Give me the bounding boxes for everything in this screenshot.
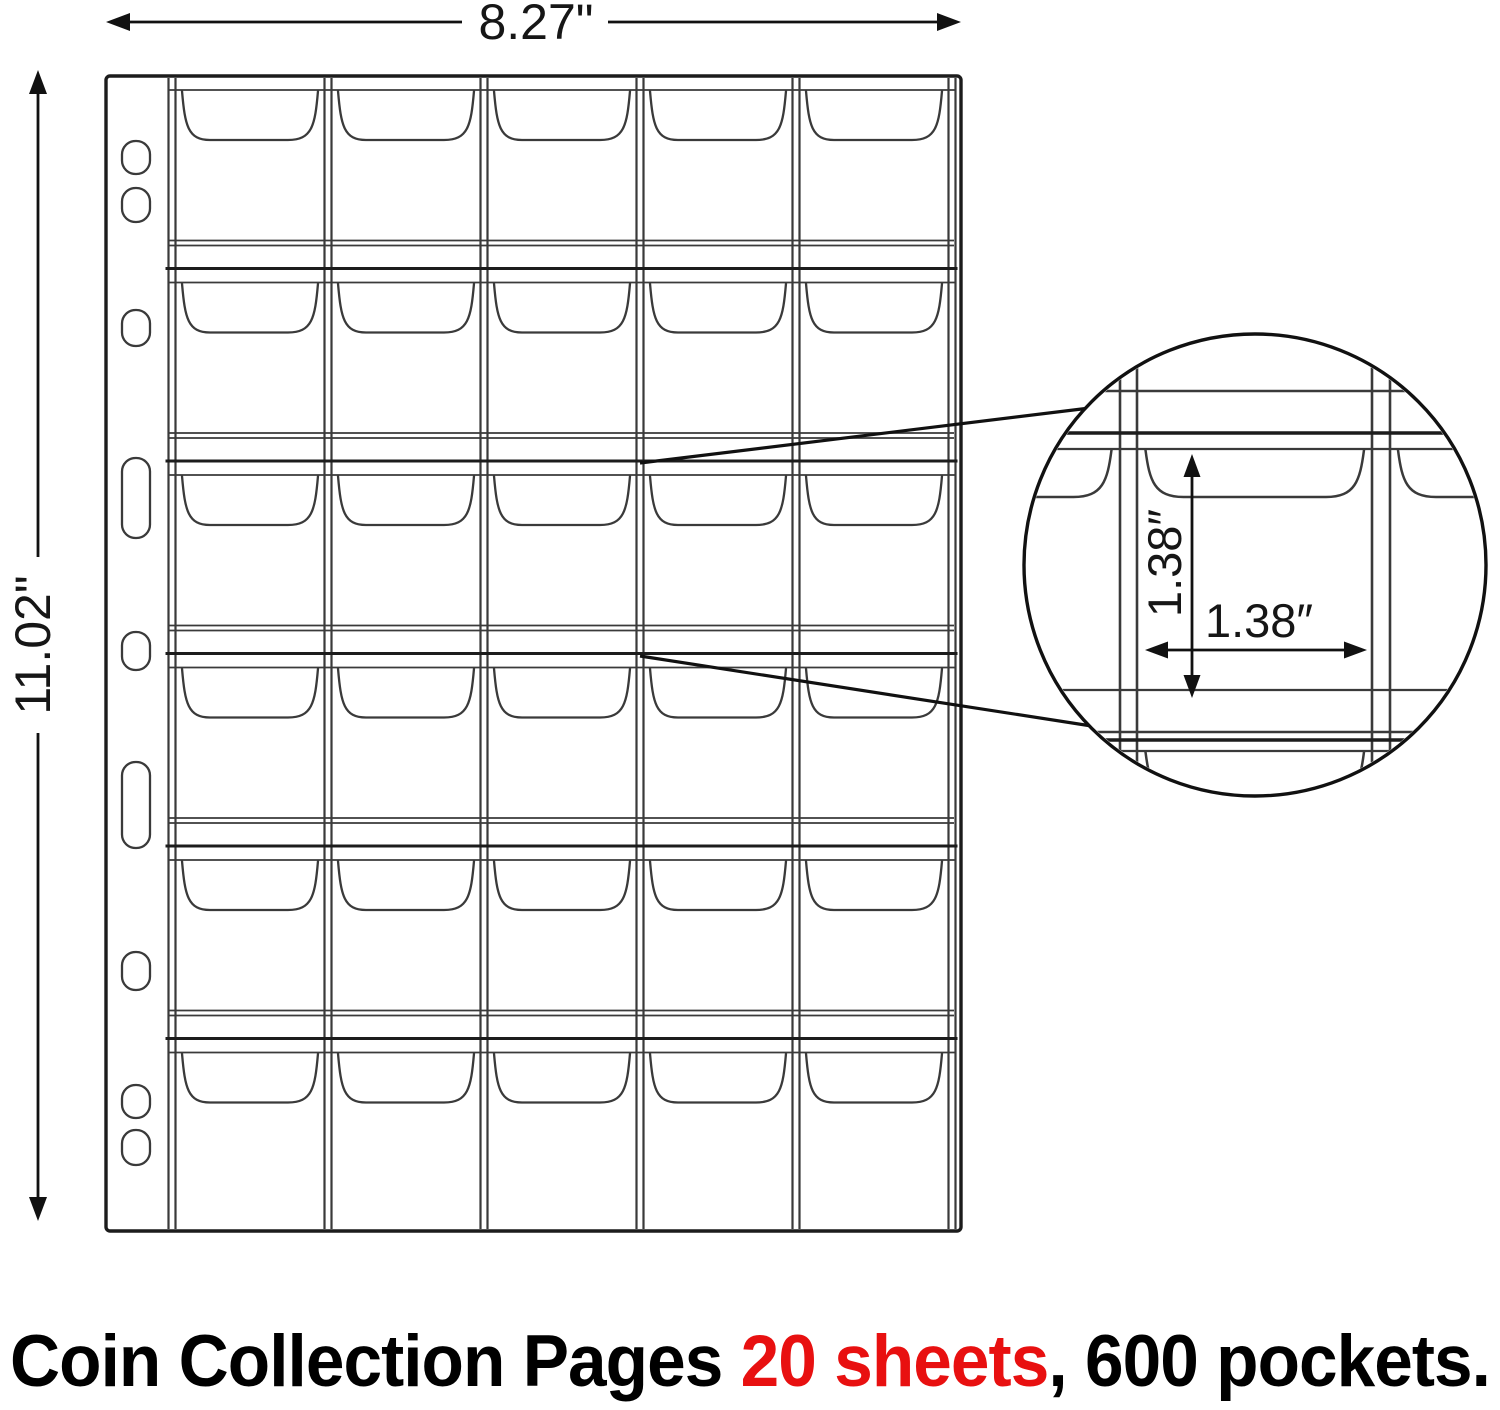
inset-circle <box>1022 332 1488 798</box>
binder-hole <box>120 186 152 224</box>
coin-page-diagram: 1.38″ 1.38″ 8.27" 11.02" <box>5 0 1488 1233</box>
pocket-flap <box>492 89 632 142</box>
arrowhead-right-icon <box>937 13 961 31</box>
sheet-height-label: 11.02" <box>5 575 61 714</box>
magnified-pocket-flap <box>1026 448 1113 499</box>
magnified-pocket-flap <box>1144 448 1366 499</box>
pocket-flap <box>492 282 632 334</box>
width-dimension: 8.27" <box>106 0 961 50</box>
caption-suffix: , 600 pockets. <box>1048 1321 1491 1402</box>
pocket-flap <box>648 1052 788 1104</box>
binder-hole <box>120 950 152 992</box>
pocket-height-dimension: 1.38″ <box>1138 454 1201 698</box>
arrowhead-down-icon <box>29 1197 47 1221</box>
arrowhead-right-icon <box>1344 641 1367 659</box>
pocket-flap <box>336 859 476 912</box>
pocket-flap <box>336 89 476 142</box>
binder-hole <box>120 308 152 348</box>
pocket-flap <box>648 474 788 527</box>
arrowhead-left-icon <box>1145 641 1168 659</box>
magnified-pocket-flap <box>1396 448 1484 499</box>
pocket-flap <box>180 474 320 527</box>
pocket-flap <box>648 859 788 912</box>
pocket-width-dimension: 1.38″ <box>1145 594 1367 659</box>
pocket-flap <box>492 1052 632 1104</box>
pocket-flap <box>336 667 476 719</box>
arrowhead-down-icon <box>1183 675 1201 698</box>
binder-hole <box>120 456 152 540</box>
product-caption: Coin Collection Pages 20 sheets, 600 poc… <box>10 1321 1491 1402</box>
pocket-width-label: 1.38″ <box>1205 594 1313 647</box>
pocket-flap <box>804 1052 944 1104</box>
pocket-flap <box>804 89 944 142</box>
pocket-height-label: 1.38″ <box>1138 509 1191 617</box>
pocket-flap <box>492 859 632 912</box>
inset-leader-lines <box>639 405 1099 729</box>
pocket-flap <box>648 667 788 719</box>
pocket-flap <box>180 89 320 142</box>
pocket-flap <box>804 667 944 719</box>
pocket-flap <box>336 474 476 527</box>
binder-hole <box>120 630 152 672</box>
pocket-flap <box>492 667 632 719</box>
pocket-flap <box>648 89 788 142</box>
arrowhead-left-icon <box>106 13 130 31</box>
pocket-flap <box>804 282 944 334</box>
leader-line-bottom <box>639 654 1099 729</box>
pocket-flap <box>180 1052 320 1104</box>
binder-hole <box>120 760 152 850</box>
caption-highlight: 20 sheets <box>740 1321 1050 1402</box>
pocket-flap <box>648 282 788 334</box>
arrowhead-up-icon <box>29 70 47 94</box>
pocket-flap <box>336 282 476 334</box>
pocket-flap <box>180 667 320 719</box>
pocket-flap <box>804 474 944 527</box>
pocket-flap <box>180 859 320 912</box>
sheet-width-label: 8.27" <box>478 0 593 50</box>
pocket-flap <box>804 859 944 912</box>
binder-hole <box>120 139 152 176</box>
sheet-drawing <box>104 74 963 1233</box>
pocket-flap <box>492 474 632 527</box>
pocket-flap <box>336 1052 476 1104</box>
leader-line-top <box>639 405 1099 465</box>
binder-hole <box>120 1083 152 1120</box>
height-dimension: 11.02" <box>5 70 61 1221</box>
pocket-flap <box>180 282 320 334</box>
caption-prefix: Coin Collection Pages <box>10 1321 741 1402</box>
arrowhead-up-icon <box>1183 454 1201 477</box>
binder-hole <box>120 1128 152 1167</box>
magnified-pocket-flap <box>1396 750 1484 794</box>
